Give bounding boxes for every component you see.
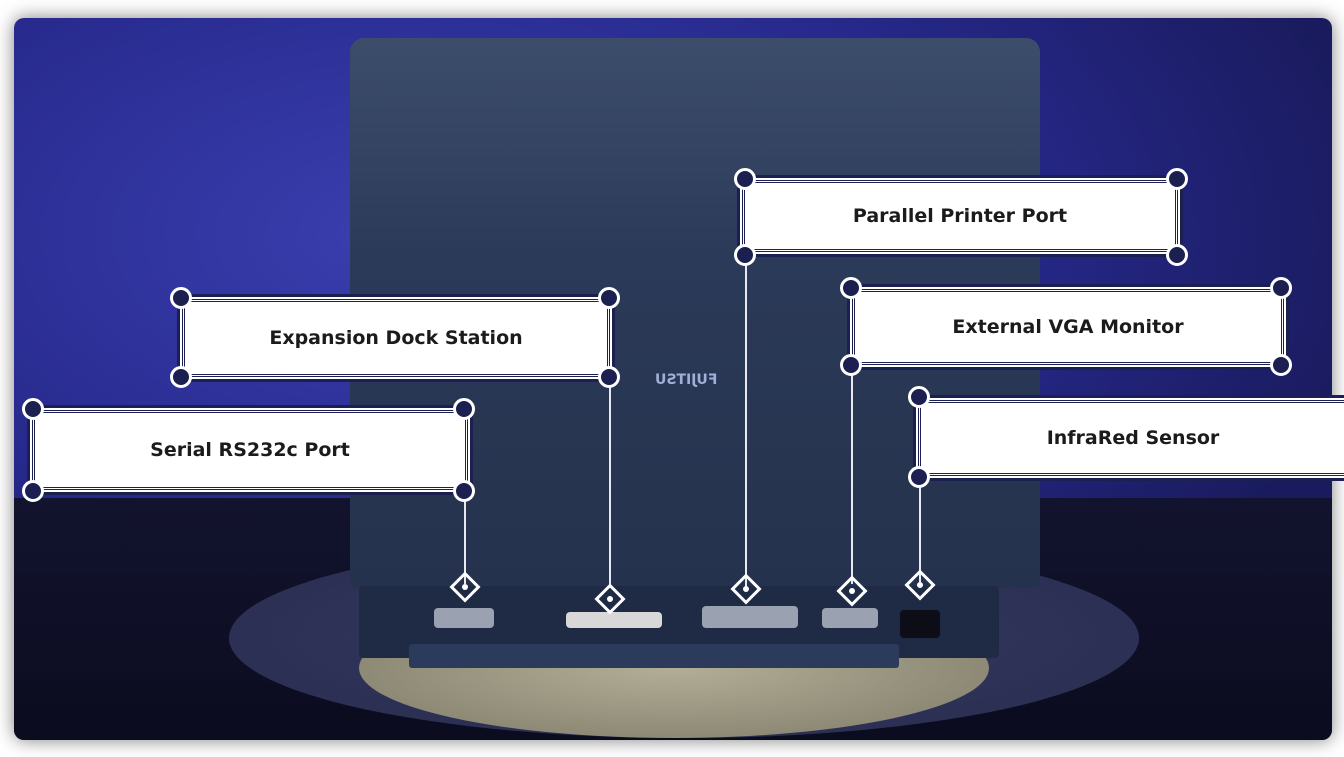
expansion-port [566,612,662,628]
ornament-icon [453,398,475,420]
port-cover [409,644,899,668]
ornament-icon [734,168,756,190]
pointer-line-infrared [919,482,921,582]
ornament-icon [598,287,620,309]
ornament-icon [170,287,192,309]
ornament-icon [1166,168,1188,190]
ornament-icon [908,386,930,408]
ornament-icon [22,480,44,502]
ornament-icon [22,398,44,420]
ornament-icon [1270,354,1292,376]
vga-port [822,608,878,628]
ornament-icon [170,366,192,388]
ornament-icon [1270,277,1292,299]
serial-port [434,608,494,628]
pointer-line-parallel [745,258,747,588]
ornament-icon [598,366,620,388]
pointer-line-serial [464,496,466,584]
pointer-line-expansion [609,382,611,588]
brand-logo: FUJITSU [655,372,718,388]
ornament-icon [734,244,756,266]
label-external-vga-monitor: External VGA Monitor [850,287,1286,367]
ornament-icon [840,354,862,376]
infrared-sensor [900,610,940,638]
ornament-icon [1166,244,1188,266]
label-infrared-sensor: InfraRed Sensor [916,398,1344,478]
ornament-icon [453,480,475,502]
ornament-icon [908,466,930,488]
label-expansion-dock-station: Expansion Dock Station [180,297,612,379]
label-serial-rs232c-port: Serial RS232c Port [30,408,470,492]
pointer-line-vga [851,372,853,584]
parallel-port [702,606,798,628]
ornament-icon [840,277,862,299]
label-parallel-printer-port: Parallel Printer Port [740,178,1180,254]
